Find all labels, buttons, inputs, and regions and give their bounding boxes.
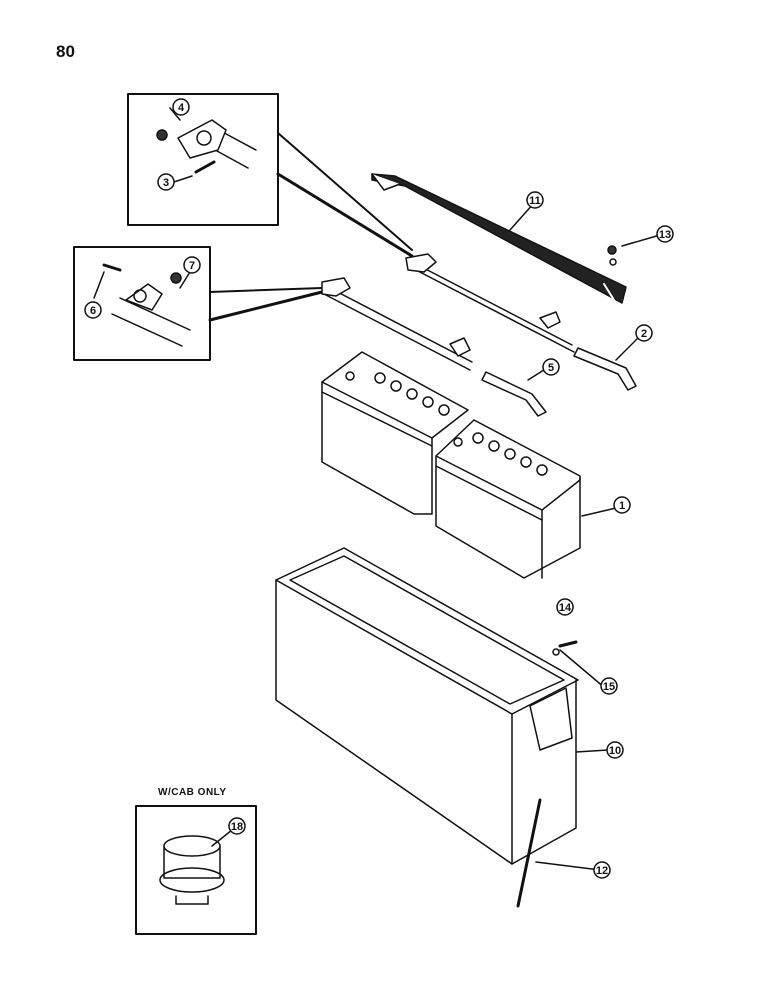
callout-circle [183, 256, 201, 274]
inset-cab-relay [135, 805, 257, 935]
callout-number: 14 [559, 602, 572, 614]
battery-cable-long [405, 253, 575, 353]
battery-rear [321, 351, 469, 515]
callout-number: 2 [641, 328, 647, 340]
callout-number: 11 [529, 195, 541, 207]
inset-terminal-clamp-a [127, 93, 414, 258]
callout-15: 15 [600, 677, 618, 695]
callout-circle [542, 358, 560, 376]
callout-circle [635, 324, 653, 342]
bolt-14 [558, 640, 578, 648]
callout-circle [606, 741, 624, 759]
battery-cable-lower [321, 277, 473, 371]
callout-number: 7 [189, 260, 195, 272]
callout-number: 3 [163, 177, 169, 189]
callout-circle [600, 677, 618, 695]
callout-number: 18 [231, 821, 243, 833]
callout-2: 2 [635, 324, 653, 342]
callout-number: 4 [178, 102, 185, 114]
callout-circle [593, 861, 611, 879]
callout-number: 5 [548, 362, 554, 374]
callout-10: 10 [606, 741, 624, 759]
jumper-cable-2 [573, 347, 637, 391]
wing-nut [607, 245, 617, 255]
callout-circle [556, 598, 574, 616]
callout-number: 1 [619, 500, 625, 512]
callout-circle [656, 225, 674, 243]
inset-terminal-clamp-b [73, 246, 324, 361]
callout-number: 6 [90, 305, 96, 317]
callout-3: 3 [157, 173, 175, 191]
callout-18: 18 [228, 817, 246, 835]
hold-down-strap [371, 173, 627, 304]
callout-circle [228, 817, 246, 835]
cab-only-note: W/CAB ONLY [158, 787, 227, 798]
jumper-cable-5 [481, 371, 547, 417]
page-number: 80 [56, 42, 75, 61]
callout-number: 12 [596, 865, 608, 877]
callout-1: 1 [613, 496, 631, 514]
callout-number: 13 [659, 229, 671, 241]
callout-circle [157, 173, 175, 191]
callout-number: 15 [603, 681, 615, 693]
callout-circle [84, 301, 102, 319]
hold-down-rod [516, 798, 542, 908]
callout-circle [526, 191, 544, 209]
callout-11: 11 [526, 191, 544, 209]
callout-circle [172, 98, 190, 116]
callout-6: 6 [84, 301, 102, 319]
battery-box [275, 547, 579, 865]
callout-7: 7 [183, 256, 201, 274]
callout-number: 10 [609, 745, 621, 757]
callout-14: 14 [556, 598, 574, 616]
callout-12: 12 [593, 861, 611, 879]
callout-4: 4 [172, 98, 190, 116]
callout-13: 13 [656, 225, 674, 243]
callout-circle [613, 496, 631, 514]
callout-5: 5 [542, 358, 560, 376]
battery-front [435, 419, 581, 579]
